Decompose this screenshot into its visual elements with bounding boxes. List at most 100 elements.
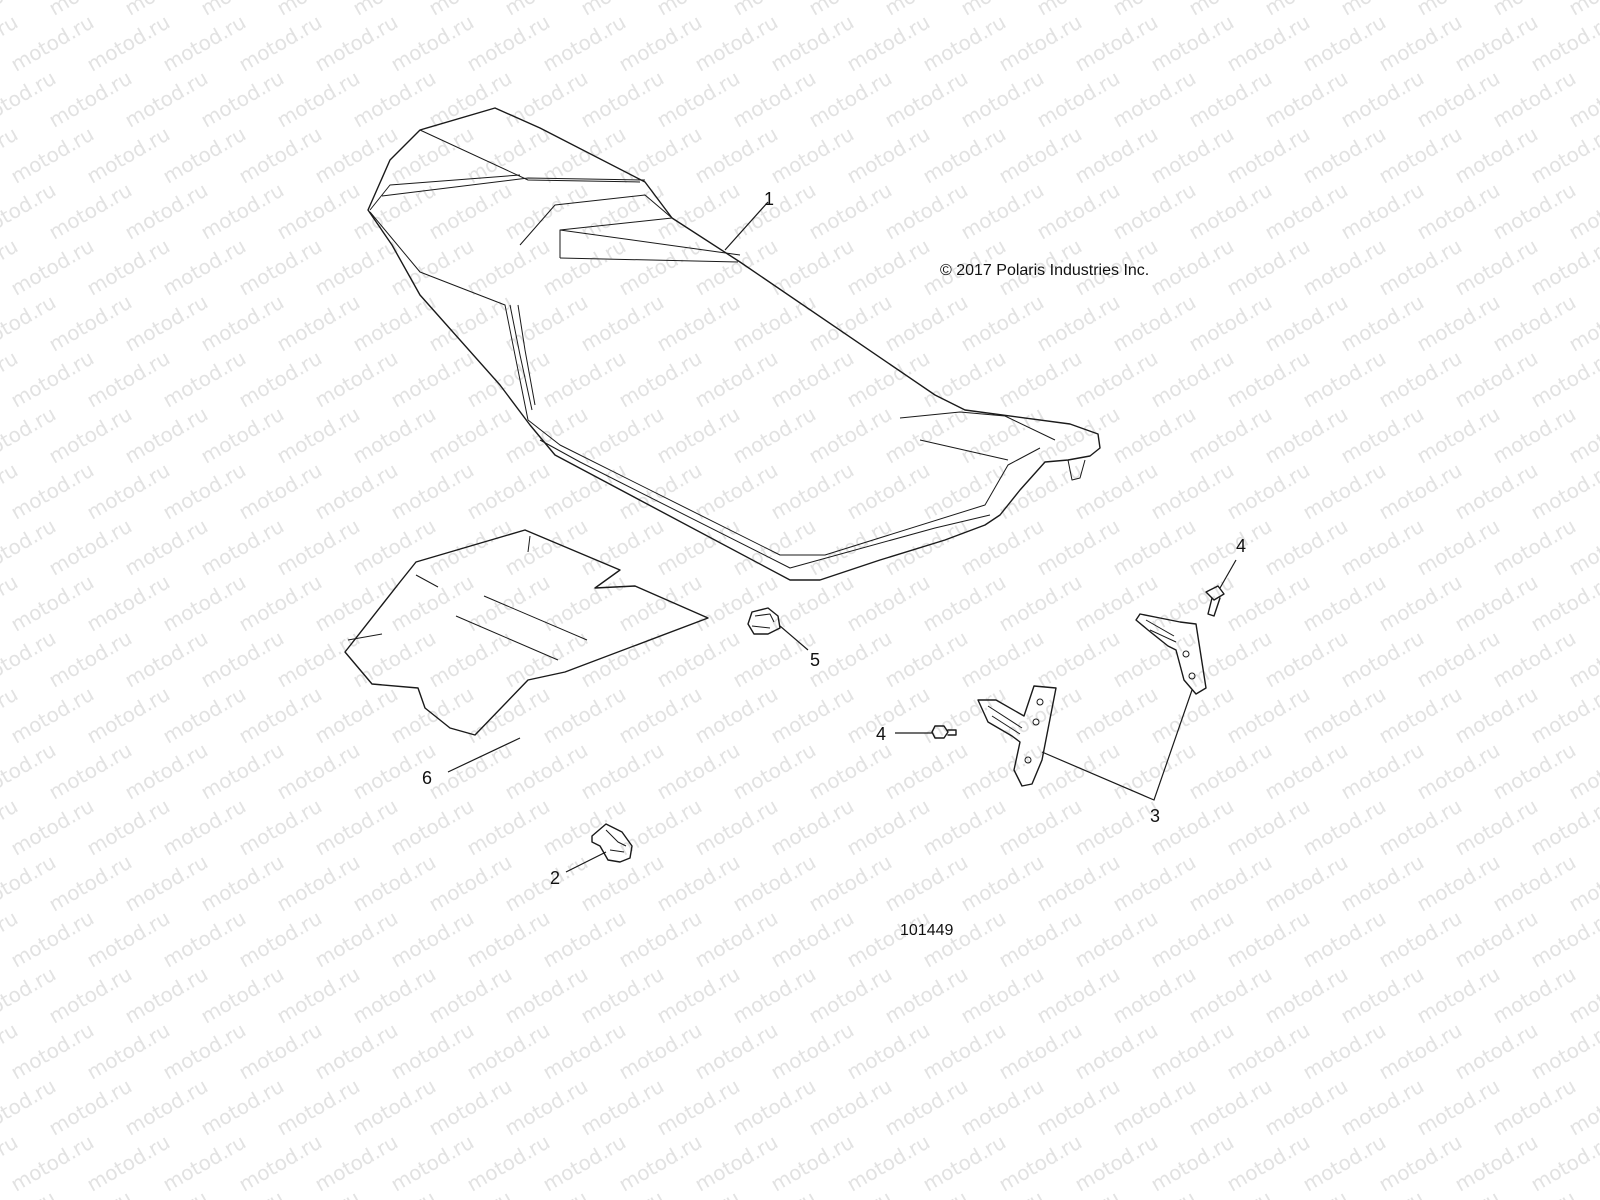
- watermark-text: motod.ru: [159, 570, 250, 637]
- watermark-text: motod.ru: [1261, 178, 1352, 245]
- watermark-text: motod.ru: [957, 514, 1048, 581]
- watermark-text: motod.ru: [539, 906, 630, 973]
- watermark-text: motod.ru: [121, 1074, 212, 1141]
- watermark-text: motod.ru: [919, 10, 1010, 77]
- watermark-text: motod.ru: [843, 346, 934, 413]
- watermark-text: motod.ru: [159, 794, 250, 861]
- watermark-text: motod.ru: [1375, 234, 1466, 301]
- watermark-text: motod.ru: [387, 570, 478, 637]
- watermark-text: motod.ru: [1413, 402, 1504, 469]
- watermark-text: motod.ru: [121, 402, 212, 469]
- watermark-text: motod.ru: [425, 1074, 516, 1141]
- watermark-text: motod.ru: [919, 458, 1010, 525]
- watermark-text: motod.ru: [45, 402, 136, 469]
- watermark-text: motod.ru: [1527, 906, 1600, 973]
- watermark-text: motod.ru: [1451, 122, 1542, 189]
- watermark-text: motod.ru: [1185, 290, 1276, 357]
- watermark-text: motod.ru: [1033, 290, 1124, 357]
- watermark-text: motod.ru: [235, 906, 326, 973]
- watermark-text: motod.ru: [691, 234, 782, 301]
- watermark-text: motod.ru: [653, 514, 744, 581]
- callout-leader-4-upper: [1219, 559, 1237, 589]
- callout-5: 5: [810, 650, 820, 670]
- watermark-text: motod.ru: [767, 122, 858, 189]
- watermark-text: motod.ru: [501, 962, 592, 1029]
- watermark-text: motod.ru: [1375, 1018, 1466, 1085]
- watermark-text: motod.ru: [83, 122, 174, 189]
- watermark-text: motod.ru: [1527, 458, 1600, 525]
- watermark-text: motod.ru: [1451, 1130, 1542, 1197]
- watermark-text: motod.ru: [843, 682, 934, 749]
- watermark-text: motod.ru: [1071, 906, 1162, 973]
- watermark-text: motod.ru: [463, 1018, 554, 1085]
- watermark-text: motod.ru: [995, 1130, 1086, 1197]
- watermark-text: motod.ru: [83, 1130, 174, 1197]
- watermark-text: motod.ru: [425, 514, 516, 581]
- watermark-text: motod.ru: [1033, 850, 1124, 917]
- watermark-text: motod.ru: [7, 234, 98, 301]
- watermark-text: motod.ru: [1147, 794, 1238, 861]
- watermark-text: motod.ru: [45, 290, 136, 357]
- seat-icon: [367, 107, 1101, 581]
- bracket-icon: [1135, 613, 1207, 695]
- watermark-text: motod.ru: [1223, 458, 1314, 525]
- watermark-text: motod.ru: [501, 178, 592, 245]
- watermark-text: motod.ru: [1071, 346, 1162, 413]
- watermark-text: motod.ru: [387, 122, 478, 189]
- callout-leader-5: [779, 625, 809, 651]
- watermark-text: motod.ru: [843, 906, 934, 973]
- watermark-text: motod.ru: [1337, 178, 1428, 245]
- callout-leader-1: [724, 201, 769, 251]
- watermark-text: motod.ru: [197, 1074, 288, 1141]
- watermark-text: motod.ru: [387, 234, 478, 301]
- watermark-text: motod.ru: [1375, 906, 1466, 973]
- watermark-text: motod.ru: [159, 10, 250, 77]
- watermark-text: motod.ru: [273, 66, 364, 133]
- watermark-text: motod.ru: [83, 794, 174, 861]
- watermark-text: motod.ru: [995, 122, 1086, 189]
- watermark-text: motod.ru: [197, 850, 288, 917]
- watermark-text: motod.ru: [957, 1074, 1048, 1141]
- watermark-text: motod.ru: [995, 570, 1086, 637]
- watermark-text: motod.ru: [1337, 850, 1428, 917]
- watermark-text: motod.ru: [311, 570, 402, 637]
- watermark-text: motod.ru: [45, 850, 136, 917]
- watermark-text: motod.ru: [463, 906, 554, 973]
- watermark-text: motod.ru: [577, 290, 668, 357]
- watermark-text: motod.ru: [1071, 122, 1162, 189]
- watermark-text: motod.ru: [615, 458, 706, 525]
- watermark-text: motod.ru: [425, 402, 516, 469]
- watermark-text: motod.ru: [197, 66, 288, 133]
- watermark-text: motod.ru: [615, 346, 706, 413]
- watermark-text: motod.ru: [121, 514, 212, 581]
- watermark-text: motod.ru: [1413, 850, 1504, 917]
- watermark-text: motod.ru: [1413, 738, 1504, 805]
- watermark-text: motod.ru: [311, 10, 402, 77]
- watermark-text: motod.ru: [1261, 66, 1352, 133]
- watermark-text: motod.ru: [1489, 66, 1580, 133]
- watermark-text: motod.ru: [273, 1074, 364, 1141]
- watermark-text: motod.ru: [501, 66, 592, 133]
- watermark-text: motod.ru: [235, 570, 326, 637]
- watermark-text: motod.ru: [349, 850, 440, 917]
- watermark-text: motod.ru: [843, 794, 934, 861]
- watermark-text: motod.ru: [1261, 402, 1352, 469]
- watermark-text: motod.ru: [539, 682, 630, 749]
- watermark-text: motod.ru: [1223, 682, 1314, 749]
- watermark-text: motod.ru: [957, 738, 1048, 805]
- watermark-text: motod.ru: [7, 122, 98, 189]
- watermark-text: motod.ru: [1033, 514, 1124, 581]
- watermark-text: motod.ru: [995, 346, 1086, 413]
- watermark-text: motod.ru: [957, 850, 1048, 917]
- watermark-text: motod.ru: [387, 10, 478, 77]
- watermark-text: motod.ru: [1299, 122, 1390, 189]
- watermark-text: motod.ru: [1451, 1018, 1542, 1085]
- watermark-text: motod.ru: [1337, 66, 1428, 133]
- watermark-text: motod.ru: [1071, 458, 1162, 525]
- watermark-text: motod.ru: [1223, 1130, 1314, 1197]
- watermark-text: motod.ru: [957, 962, 1048, 1029]
- watermark-text: motod.ru: [1489, 738, 1580, 805]
- watermark-text: motod.ru: [1109, 962, 1200, 1029]
- watermark-text: motod.ru: [1185, 1074, 1276, 1141]
- watermark-text: motod.ru: [1261, 1074, 1352, 1141]
